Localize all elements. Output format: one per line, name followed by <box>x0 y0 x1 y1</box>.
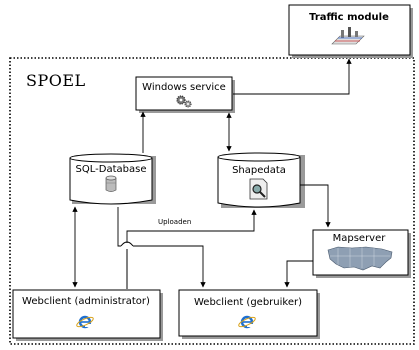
traffic-model-icon <box>331 27 365 45</box>
webclient-gebruiker-label: Webclient (gebruiker) <box>194 297 302 308</box>
spoel-boundary <box>9 57 415 345</box>
traffic-module-label: Traffic module <box>309 12 389 23</box>
shapefile-search-icon <box>249 178 268 200</box>
webclient-gebruiker-node: Webclient (gebruiker) <box>178 289 320 339</box>
mapserver-node: Mapserver <box>312 229 411 278</box>
shapedata-label: Shapedata <box>232 165 286 176</box>
internet-explorer-icon <box>238 315 256 329</box>
sql-database-label: SQL-Database <box>76 164 147 175</box>
windows-service-node: Windows service <box>135 76 235 113</box>
database-icon <box>105 175 117 192</box>
edge-windows-traffic <box>233 58 352 95</box>
gears-icon <box>176 95 192 108</box>
traffic-module-node: Traffic module <box>288 4 413 58</box>
connectors <box>72 58 352 289</box>
shapedata-node: Shapedata <box>217 152 305 208</box>
webclient-administrator-node: Webclient (administrator) <box>12 289 163 341</box>
webclient-administrator-label: Webclient (administrator) <box>22 296 150 307</box>
windows-service-label: Windows service <box>142 82 226 93</box>
sql-database-node: SQL-Database <box>69 153 156 205</box>
mapserver-label: Mapserver <box>333 233 387 244</box>
edge-sql-gebruiker <box>117 207 206 288</box>
edge-shapedata-mapserver <box>300 184 331 228</box>
us-map-icon <box>327 246 393 271</box>
internet-explorer-icon <box>76 315 94 329</box>
spoel-title: SPOEL <box>26 71 86 90</box>
upload-label: Uploaden <box>158 218 191 226</box>
edge-mapserver-gebruiker <box>284 260 313 288</box>
